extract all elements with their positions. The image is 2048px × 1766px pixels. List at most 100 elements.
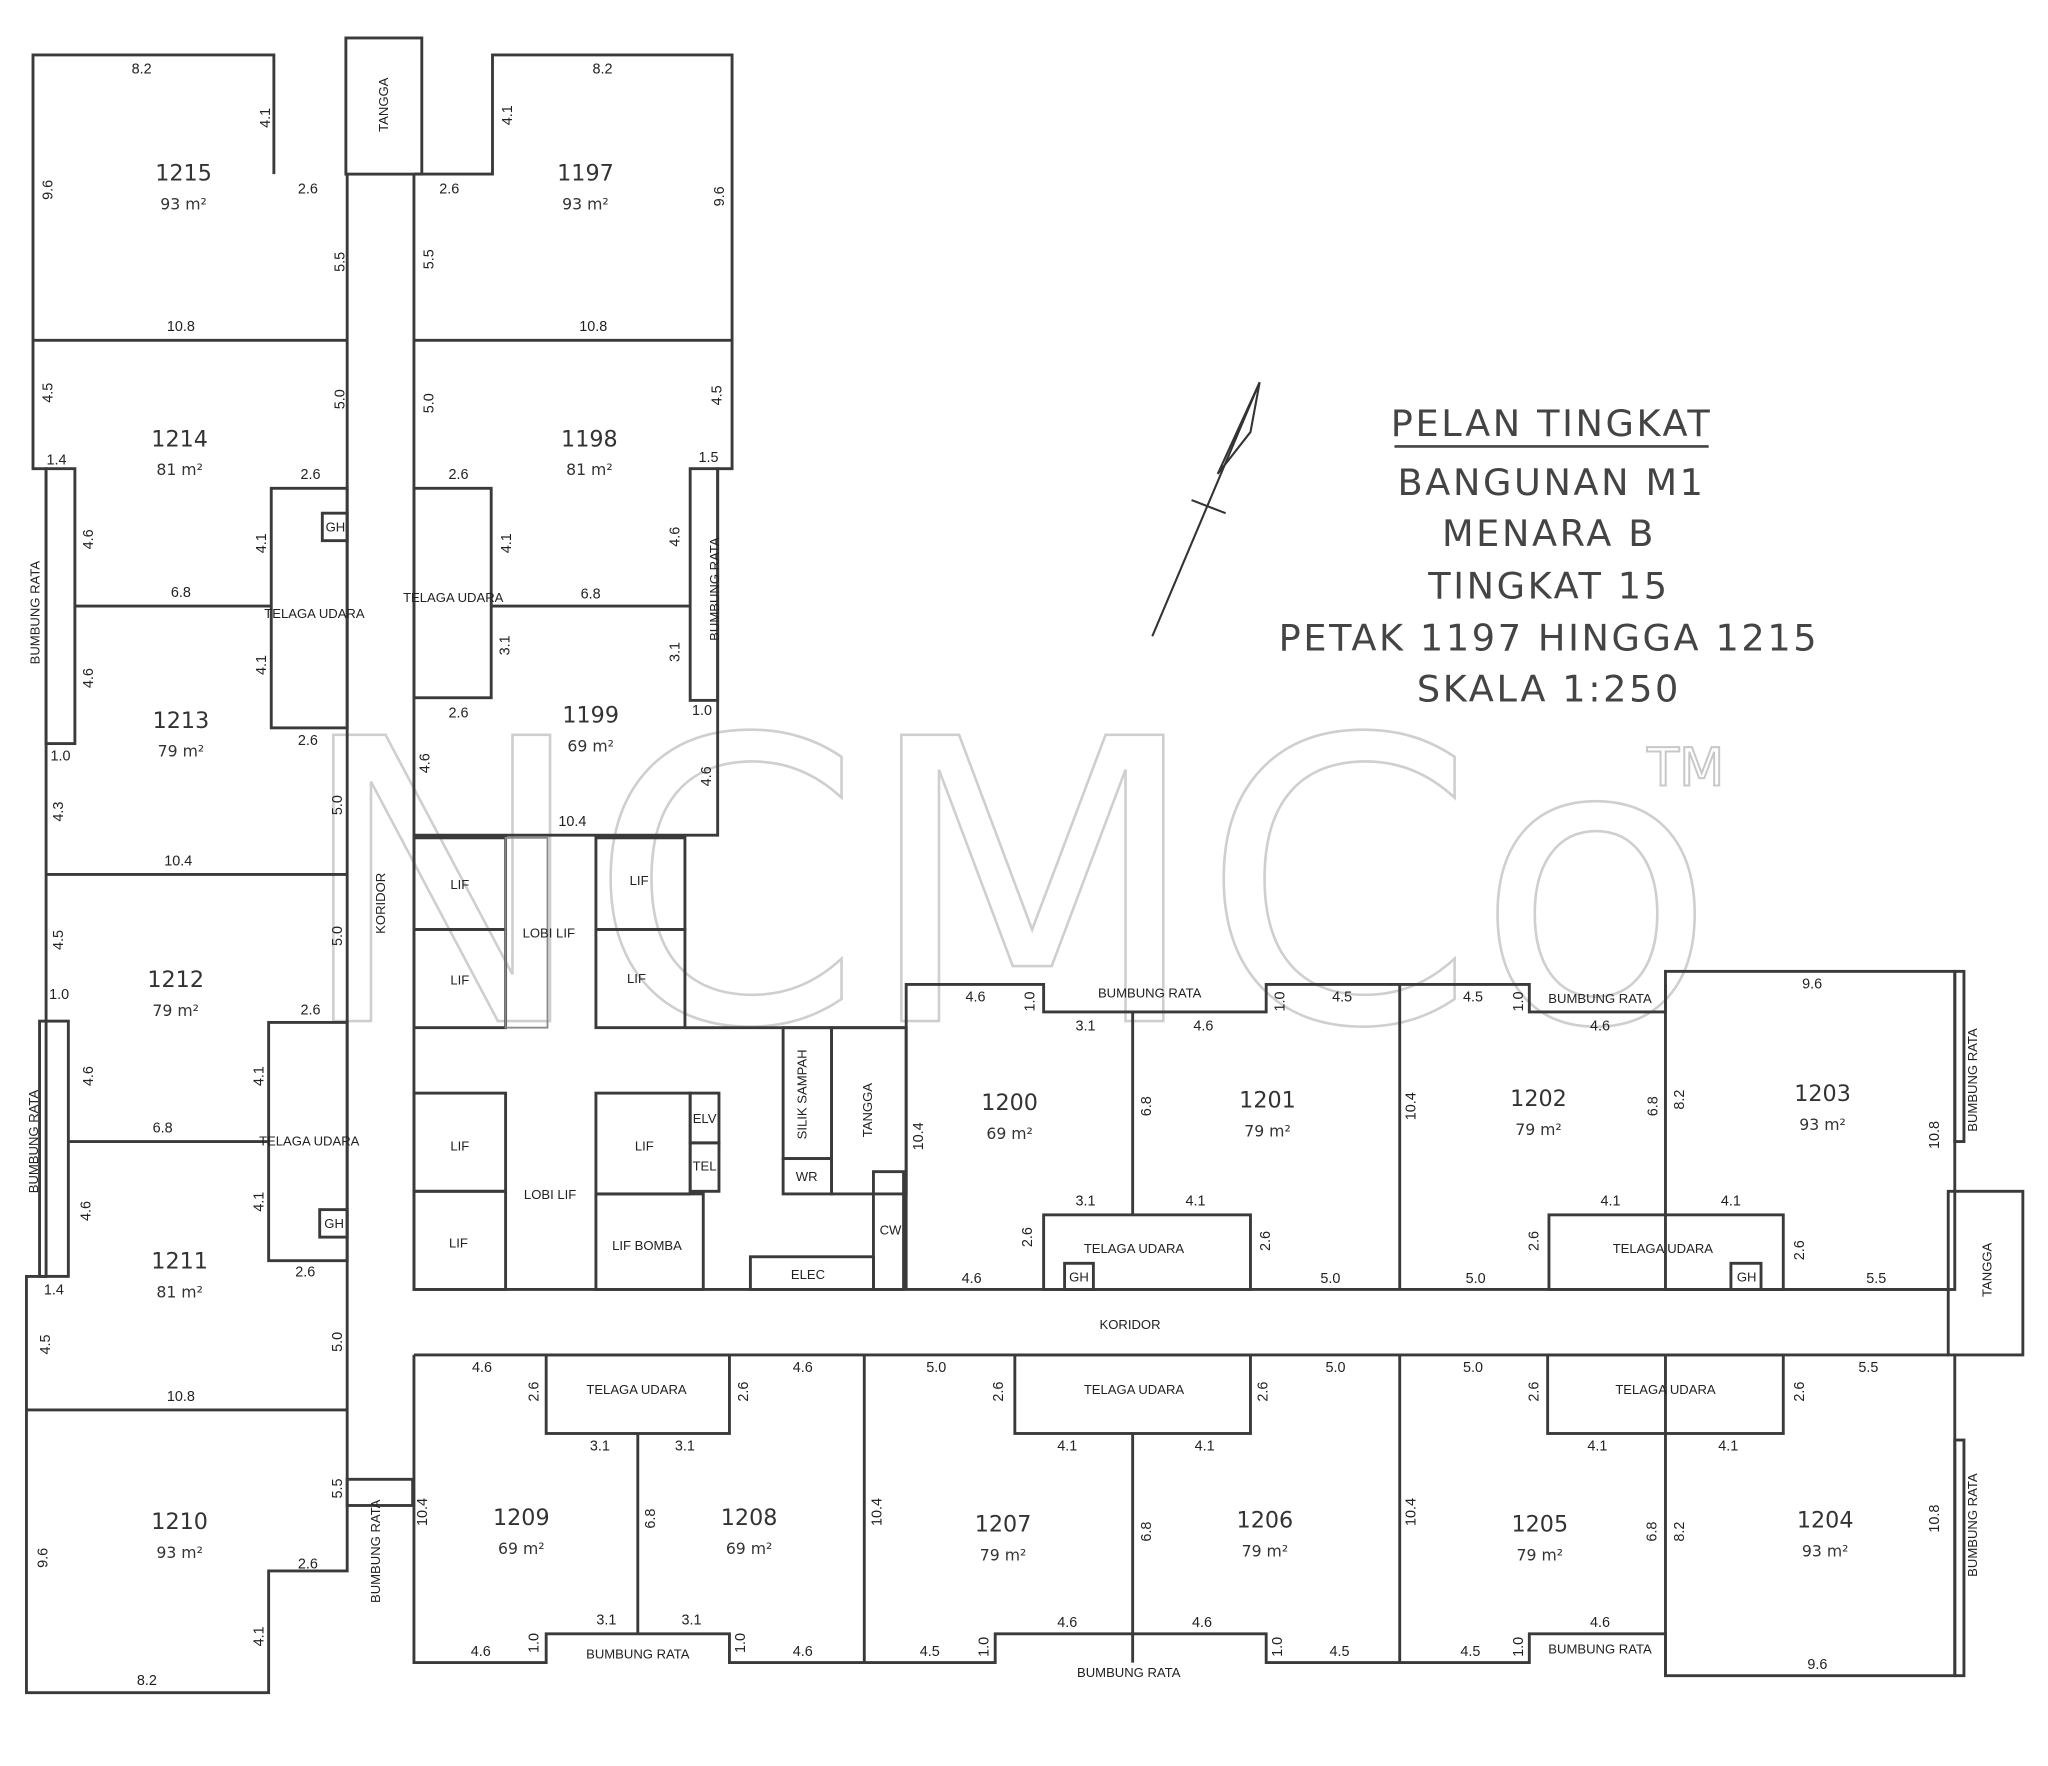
dimension-label: 4.1 [499, 533, 515, 553]
unit-area: 69 m² [498, 1539, 545, 1558]
unit-number: 1197 [557, 161, 614, 187]
dimension-label: 2.6 [1258, 1231, 1274, 1251]
room-label: WR [796, 1169, 818, 1184]
dimension-label: 4.6 [699, 766, 715, 786]
dimension-label: 5.0 [422, 393, 438, 413]
dimension-label: 4.6 [793, 1360, 813, 1376]
room-label: BUMBUNG RATA [1548, 991, 1652, 1006]
unit-number: 1206 [1237, 1508, 1294, 1534]
unit-number: 1198 [561, 426, 618, 452]
dimension-label: 2.6 [298, 1556, 318, 1572]
dimension-label: 5.0 [330, 795, 346, 815]
dimension-label: 8.2 [1672, 1090, 1688, 1110]
room-label: KORIDOR [1100, 1317, 1161, 1332]
unit-number: 1201 [1239, 1088, 1296, 1114]
dimension-label: 1.0 [1022, 991, 1038, 1011]
dimension-label: 4.5 [1332, 989, 1352, 1005]
dimension-label: 5.5 [1866, 1271, 1886, 1287]
dimension-label: 5.0 [333, 389, 349, 409]
room-label: BUMBUNG RATA [1965, 1028, 1980, 1132]
dimension-label: 6.8 [1644, 1522, 1660, 1542]
dimension-label: 9.6 [1807, 1657, 1827, 1673]
dimension-label: 2.6 [1020, 1227, 1036, 1247]
dimension-label: 3.1 [681, 1613, 701, 1629]
dimension-label: 10.8 [167, 1389, 195, 1405]
dimension-label: 3.1 [596, 1613, 616, 1629]
dimension-label: 2.6 [448, 705, 468, 721]
dimension-label: 5.0 [1326, 1360, 1346, 1376]
dimension-label: 10.8 [167, 319, 195, 335]
room-label: LIF [630, 873, 649, 888]
room-label: TELAGA UDARA [586, 1382, 687, 1397]
dimension-label: 2.6 [1792, 1240, 1808, 1260]
dimension-labels: 8.2 4.1 9.6 2.6 5.5 10.8 4.5 5.0 1.4 2.6 4.6 4.1 6.8… [35, 61, 1943, 1689]
unit-area: 69 m² [726, 1539, 773, 1558]
dimension-label: 4.5 [1463, 989, 1483, 1005]
dimension-label: 10.4 [869, 1498, 885, 1526]
dimension-label: 1.5 [698, 450, 718, 466]
dimension-label: 2.6 [298, 733, 318, 749]
room-label: ELV [693, 1111, 717, 1126]
dimension-label: 9.6 [712, 186, 728, 206]
room-label: GH [1069, 1270, 1089, 1285]
dimension-label: 4.6 [471, 1644, 491, 1660]
unit-area: 69 m² [567, 736, 614, 755]
room-label: LIF [449, 1236, 468, 1251]
dimension-label: 4.6 [79, 1201, 95, 1221]
unit-area: 79 m² [158, 742, 205, 761]
dimension-label: 5.0 [1466, 1271, 1486, 1287]
trademark-text: TM [1646, 737, 1724, 798]
dimension-label: 4.6 [81, 529, 97, 549]
dimension-label: 10.4 [1403, 1498, 1419, 1526]
room-label: TELAGA UDARA [403, 590, 504, 605]
room-label: SILIK SAMPAH [795, 1049, 810, 1139]
dimension-label: 4.1 [254, 533, 270, 553]
unit-number: 1207 [975, 1512, 1032, 1538]
dimension-label: 4.1 [1587, 1439, 1607, 1455]
dimension-label: 4.1 [251, 1066, 267, 1086]
dimension-label: 9.6 [35, 1548, 51, 1568]
unit-number: 1200 [981, 1090, 1038, 1116]
dimension-label: 5.0 [1463, 1360, 1483, 1376]
air-well-strip [44, 467, 77, 746]
dimension-label: 6.8 [643, 1509, 659, 1529]
room-label: LIF [627, 971, 646, 986]
dimension-label: 5.0 [1320, 1271, 1340, 1287]
unit-area: 79 m² [1517, 1545, 1564, 1564]
dimension-label: 4.6 [966, 989, 986, 1005]
dimension-label: 3.1 [1076, 1194, 1096, 1210]
east-wing-walls [412, 969, 2025, 1678]
room-label: BUMBUNG RATA [1077, 1665, 1181, 1680]
dimension-label: 4.6 [1590, 1018, 1610, 1034]
unit-number: 1209 [493, 1505, 550, 1531]
unit-number: 1202 [1510, 1086, 1567, 1112]
dimension-label: 4.6 [1193, 1018, 1213, 1034]
room-label: GH [324, 1216, 344, 1231]
dimension-label: 10.4 [1403, 1092, 1419, 1120]
dimension-label: 4.1 [258, 108, 274, 128]
dimension-label: 4.1 [1600, 1194, 1620, 1210]
dimension-label: 8.2 [132, 61, 152, 77]
room-label: TANGGA [860, 1083, 875, 1138]
room-label: TANGGA [376, 77, 391, 132]
unit-number: 1210 [151, 1509, 208, 1535]
dimension-label: 6.8 [1646, 1096, 1662, 1116]
dimension-label: 10.8 [579, 319, 607, 335]
room-label: BUMBUNG RATA [1965, 1473, 1980, 1577]
dimension-label: 2.6 [301, 1003, 321, 1019]
dimension-label: 2.6 [526, 1382, 542, 1402]
dimension-label: 6.8 [581, 586, 601, 602]
dimension-label: 1.4 [47, 453, 67, 469]
dimension-label: 6.8 [171, 585, 191, 601]
dimension-label: 4.6 [1057, 1615, 1077, 1631]
dimension-label: 3.1 [675, 1439, 695, 1455]
dimension-label: 4.5 [1460, 1644, 1480, 1660]
room-label: ELEC [791, 1267, 825, 1282]
room-label: LIF [450, 1139, 469, 1154]
dimension-label: 6.8 [1139, 1522, 1155, 1542]
dimension-label: 4.6 [81, 668, 97, 688]
dimension-label: 10.4 [415, 1498, 431, 1526]
air-well-strip [38, 1019, 70, 1278]
dimension-label: 4.6 [81, 1066, 97, 1086]
